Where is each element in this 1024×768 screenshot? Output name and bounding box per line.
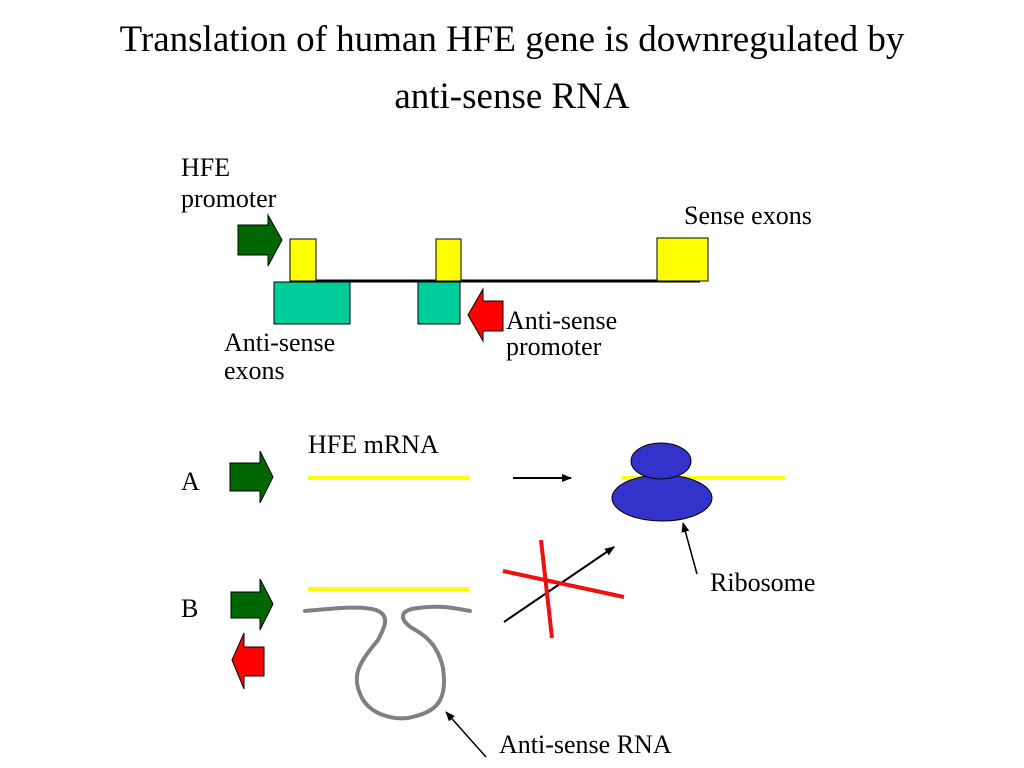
panel-b-anti-sense-promoter-arrow-icon <box>231 632 265 690</box>
hfe-mrna-label: HFE mRNA <box>308 430 439 459</box>
anti-sense-promoter-arrow-icon <box>467 287 504 343</box>
anti-sense-rna-pointer-arrow <box>445 711 487 758</box>
sense-exon-3 <box>656 237 709 282</box>
anti-sense-exon-2 <box>417 281 461 325</box>
hfe-promoter-arrow-icon <box>237 213 283 267</box>
panel-a-label: A <box>181 467 200 496</box>
anti-sense-promoter-label-line-2: promoter <box>506 332 602 361</box>
anti-sense-exons-label-line-1: Anti-sense <box>224 328 336 357</box>
sense-exon-1 <box>289 238 317 282</box>
anti-sense-exons-label-line-2: exons <box>224 356 285 385</box>
slide-title-line-2: anti-sense RNA <box>394 76 630 117</box>
ribosome-label: Ribosome <box>710 568 816 597</box>
anti-sense-promoter-label-line-1: Anti-sense <box>506 306 618 335</box>
hfe-promoter-label-line-1: HFE <box>181 153 231 182</box>
anti-sense-rna-label: Anti-sense RNA <box>499 730 672 759</box>
panel-b-sense-promoter-arrow-icon <box>230 578 274 631</box>
sense-exons-label: Sense exons <box>684 201 812 230</box>
slide-title-line-1: Translation of human HFE gene is downreg… <box>119 19 905 60</box>
sense-exon-2 <box>435 238 462 282</box>
ribosome-large-subunit <box>611 474 713 522</box>
panel-b-label: B <box>181 594 199 623</box>
hfe-promoter-label-line-2: promoter <box>181 184 277 213</box>
ribosome-pointer-arrow <box>681 522 698 575</box>
anti-sense-rna-strand <box>303 604 472 721</box>
anti-sense-exon-1 <box>273 281 351 325</box>
ribosome-small-subunit <box>630 442 692 480</box>
block-cross-stroke-2 <box>539 539 554 639</box>
panel-a-promoter-arrow-icon <box>229 450 274 504</box>
block-cross-stroke-1 <box>502 569 625 599</box>
